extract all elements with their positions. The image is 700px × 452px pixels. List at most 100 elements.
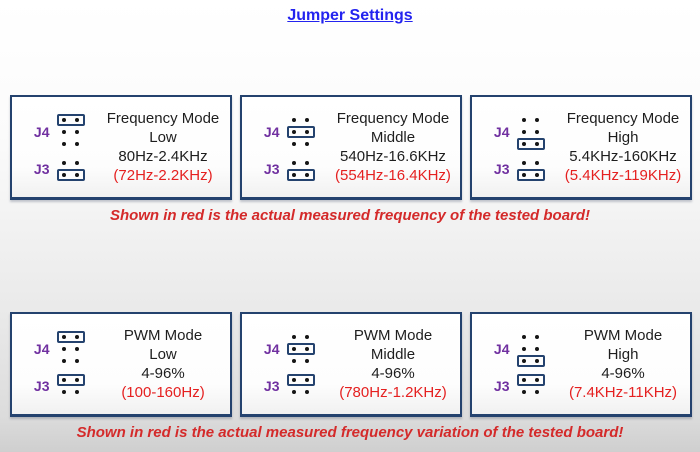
- pin-dot: [75, 389, 79, 394]
- pin-dot: [292, 334, 296, 339]
- jumper-cap: [286, 125, 315, 138]
- pin-row: [57, 157, 85, 169]
- pin-dot: [305, 160, 309, 165]
- jumper-j4-block: J4: [262, 114, 315, 150]
- pwm-mode-row: J4 J3 PWM Mode Low 4-96% (100-160Hz) J4: [10, 312, 692, 417]
- pin-dot: [522, 377, 526, 382]
- jumper-diagram: J4 J3: [16, 330, 100, 398]
- jumper-j3-label: J3: [33, 377, 50, 394]
- pin-dot: [62, 141, 66, 146]
- pin-dot: [62, 346, 66, 351]
- mode-level: Low: [149, 129, 177, 146]
- mode-range: 4-96%: [371, 365, 415, 382]
- pin-dot: [62, 129, 66, 134]
- pin-dot: [305, 389, 309, 394]
- card-text: Frequency Mode Middle 540Hz-16.6KHz (554…: [330, 109, 456, 185]
- jumper-j3-label: J3: [493, 160, 510, 177]
- pin-dot: [292, 141, 296, 146]
- jumper-j3-block: J3: [492, 157, 545, 181]
- mode-title: Frequency Mode: [566, 110, 680, 127]
- page-title-link[interactable]: Jumper Settings: [287, 7, 413, 24]
- jumper-j4-pins: [286, 331, 315, 367]
- pin-row: [287, 386, 315, 398]
- jumper-j4-pins: [56, 113, 85, 150]
- jumper-j4-block: J4: [32, 330, 85, 367]
- pin-dot: [75, 172, 79, 177]
- pin-row: [517, 331, 545, 343]
- mode-range: 5.4KHz-160KHz: [569, 148, 677, 165]
- pin-dot: [305, 129, 309, 134]
- pin-dot: [522, 346, 526, 351]
- jumper-j4-label: J4: [263, 123, 280, 140]
- pin-row: [287, 114, 315, 126]
- jumper-j4-pins: [516, 114, 545, 150]
- jumper-diagram: J4 J3: [246, 331, 330, 398]
- card-frequency-middle: J4 J3 Frequency Mode Middle 540Hz-16.6KH…: [240, 95, 462, 200]
- jumper-j4-pins: [516, 331, 545, 367]
- mode-level: Low: [149, 346, 177, 363]
- pin-row: [517, 343, 545, 355]
- mode-level: High: [607, 129, 639, 146]
- pin-dot: [522, 358, 526, 363]
- mode-level: High: [607, 346, 639, 363]
- pin-dot: [535, 117, 539, 122]
- pin-dot: [75, 129, 79, 134]
- jumper-cap: [516, 373, 545, 386]
- jumper-j4-label: J4: [493, 123, 510, 140]
- jumper-j4-pins: [286, 114, 315, 150]
- jumper-j3-label: J3: [263, 377, 280, 394]
- pin-dot: [535, 129, 539, 134]
- pin-dot: [62, 377, 66, 382]
- jumper-cap: [56, 330, 85, 343]
- pin-dot: [62, 172, 66, 177]
- jumper-j3-pins: [56, 373, 85, 398]
- jumper-j4-block: J4: [262, 331, 315, 367]
- card-text: PWM Mode High 4-96% (7.4KHz-11KHz): [560, 326, 686, 402]
- jumper-cap: [516, 354, 545, 367]
- pin-row: [287, 157, 315, 169]
- pin-row: [287, 355, 315, 367]
- card-text: PWM Mode Middle 4-96% (780Hz-1.2KHz): [330, 326, 456, 402]
- jumper-diagram: J4 J3: [476, 331, 560, 398]
- measured-range: (554Hz-16.4KHz): [335, 167, 451, 184]
- jumper-j4-label: J4: [263, 340, 280, 357]
- pin-dot: [75, 377, 79, 382]
- jumper-diagram: J4 J3: [476, 114, 560, 181]
- card-text: Frequency Mode Low 80Hz-2.4KHz (72Hz-2.2…: [100, 109, 226, 185]
- mode-range: 4-96%: [141, 365, 185, 382]
- measured-range: (780Hz-1.2KHz): [339, 384, 447, 401]
- pin-dot: [522, 172, 526, 177]
- jumper-cap: [286, 342, 315, 355]
- card-frequency-low: J4 J3 Frequency Mode Low 80Hz-2.4KHz (72…: [10, 95, 232, 200]
- pin-row: [287, 331, 315, 343]
- measured-range: (7.4KHz-11KHz): [568, 384, 678, 401]
- jumper-j4-label: J4: [33, 123, 50, 140]
- pin-dot: [535, 172, 539, 177]
- pin-dot: [62, 358, 66, 363]
- pin-dot: [522, 117, 526, 122]
- jumper-j4-label: J4: [33, 340, 50, 357]
- pin-row: [57, 386, 85, 398]
- measured-range: (72Hz-2.2KHz): [113, 167, 213, 184]
- pin-dot: [305, 172, 309, 177]
- jumper-j4-block: J4: [492, 114, 545, 150]
- pin-dot: [305, 377, 309, 382]
- jumper-j3-label: J3: [263, 160, 280, 177]
- pin-dot: [62, 160, 66, 165]
- jumper-j3-pins: [516, 157, 545, 181]
- pwm-caption: Shown in red is the actual measured freq…: [76, 424, 624, 441]
- card-text: PWM Mode Low 4-96% (100-160Hz): [100, 326, 226, 402]
- mode-range: 80Hz-2.4KHz: [118, 148, 208, 165]
- jumper-j3-pins: [516, 373, 545, 398]
- pin-dot: [305, 358, 309, 363]
- jumper-j3-pins: [286, 157, 315, 181]
- pin-dot: [305, 334, 309, 339]
- measured-range: (100-160Hz): [121, 384, 205, 401]
- jumper-j3-label: J3: [493, 377, 510, 394]
- jumper-cap: [516, 137, 545, 150]
- pin-dot: [535, 358, 539, 363]
- pin-row: [517, 157, 545, 169]
- pin-dot: [522, 389, 526, 394]
- pin-row: [517, 386, 545, 398]
- pin-dot: [62, 334, 66, 339]
